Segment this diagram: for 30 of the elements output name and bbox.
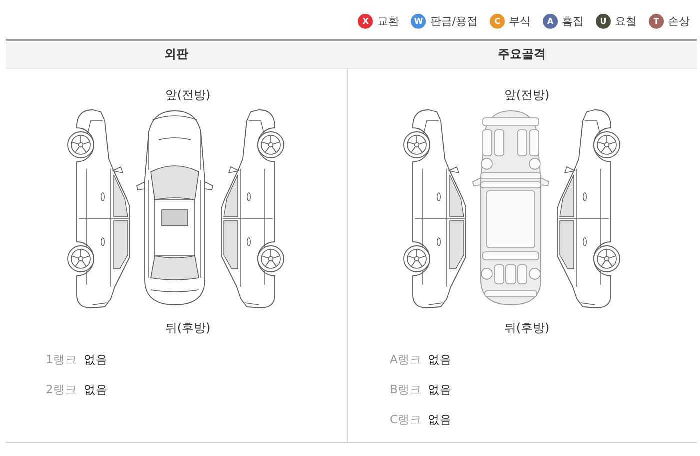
rank-value: 없음 [84,383,108,397]
rank-value: 없음 [84,353,108,367]
rank-value: 없음 [428,383,452,397]
direction-label: 뒤(후방) [165,322,211,336]
legend-code: T [654,18,660,26]
direction-label: 앞(전방) [504,89,550,103]
header-cell [347,41,697,68]
legend-code: U [600,18,607,26]
legend-code: X [362,18,369,26]
legend-label: 흠집 [562,14,584,29]
legend-label: 교환 [377,14,400,29]
legend-code: W [414,18,424,26]
rank-value: 없음 [428,413,452,427]
column-title: 주요골격 [498,46,546,63]
legend-label: 판금/용접 [430,14,478,29]
direction-label: 뒤(후방) [504,322,550,336]
header-cell [6,41,347,68]
column-title: 외판 [164,46,188,63]
direction-label: 앞(전방) [165,89,211,103]
rank-label: 1랭크 [46,353,78,367]
rank-label: 2랭크 [46,383,78,397]
rank-label: B랭크 [390,383,422,397]
legend-code: A [547,18,554,26]
legend-label: 손상 [668,14,690,29]
legend-label: 요철 [615,14,637,29]
legend-code: C [494,18,500,26]
rank-label: C랭크 [390,413,422,427]
rank-value: 없음 [428,353,452,367]
legend-label: 부식 [509,14,531,29]
rank-label: A랭크 [390,353,422,367]
